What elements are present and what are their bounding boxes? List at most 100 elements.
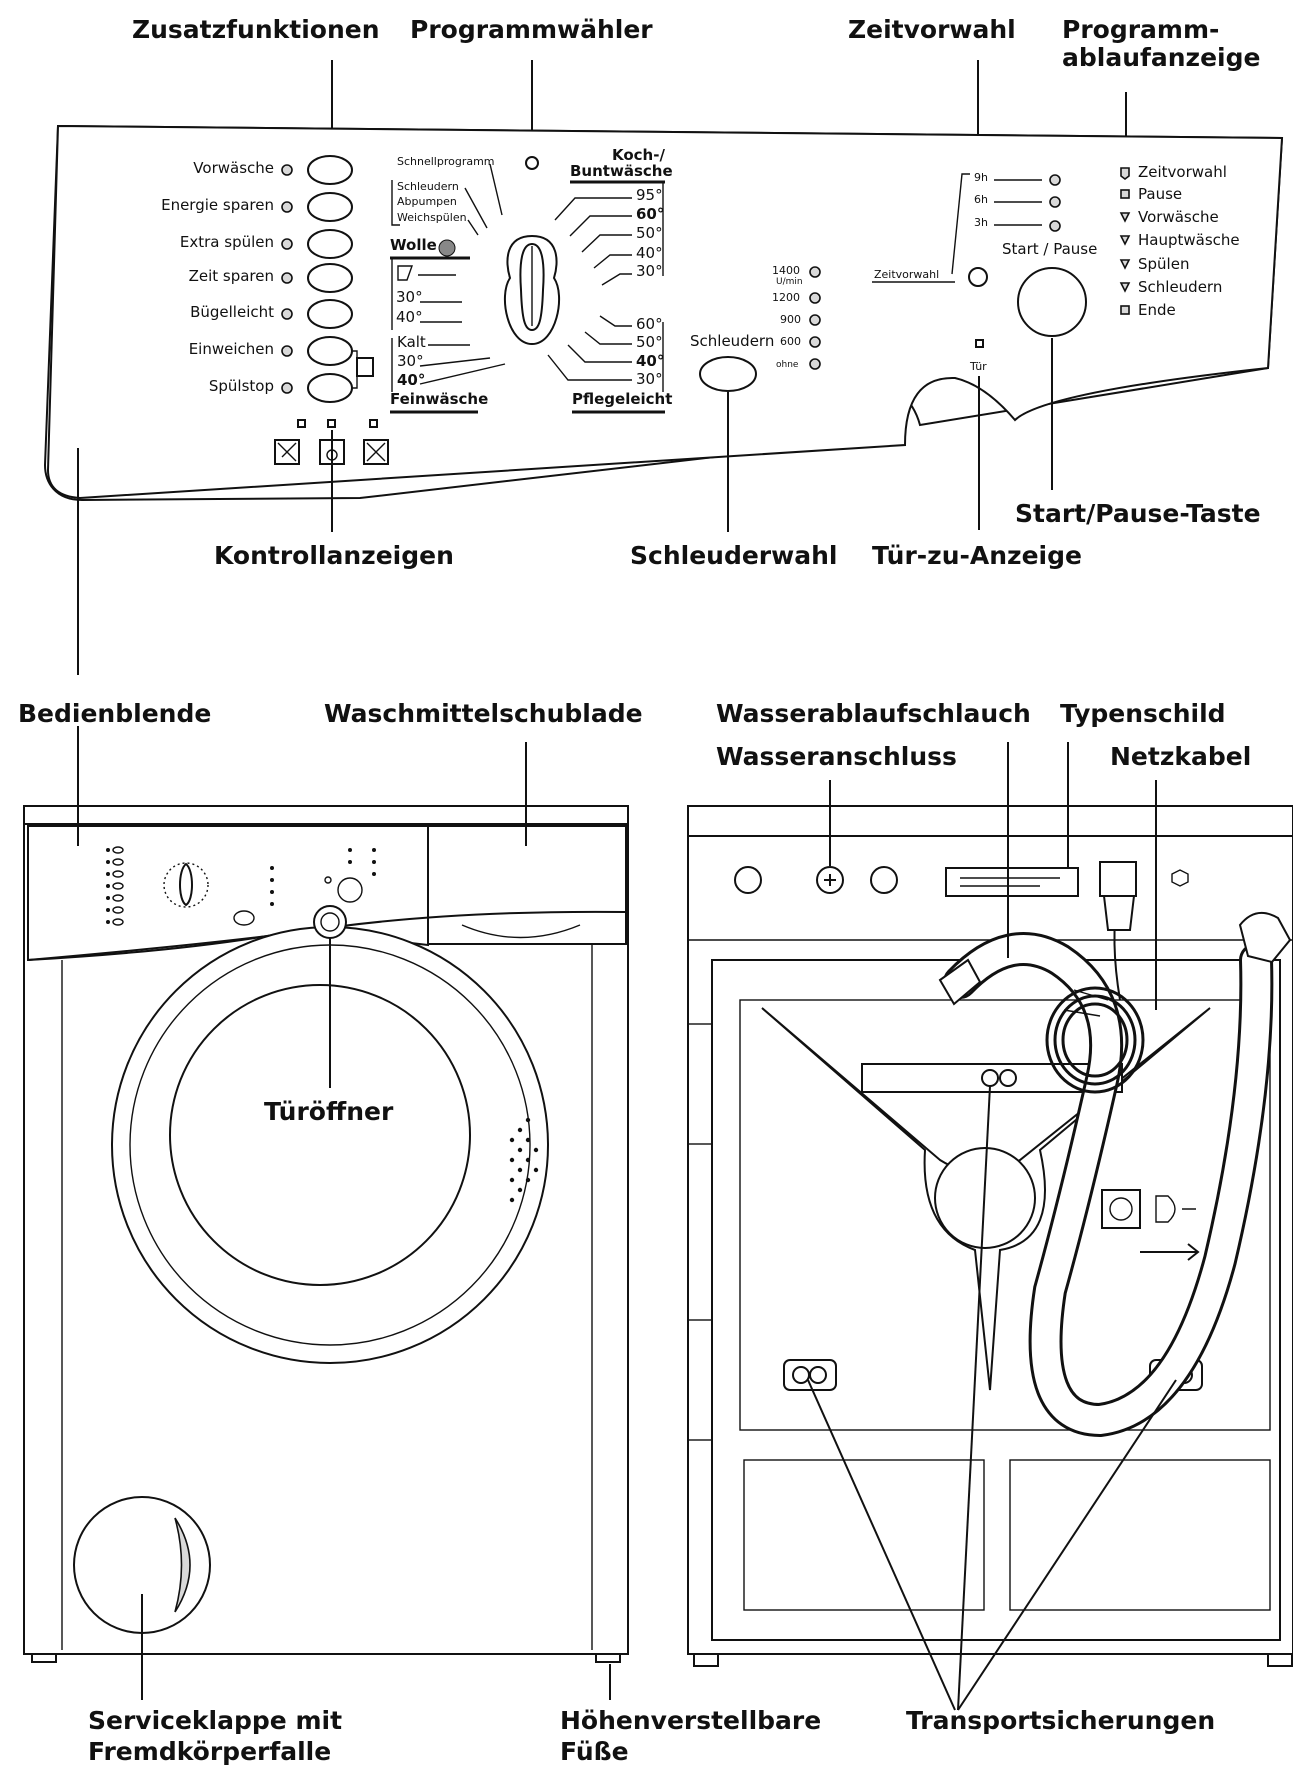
option-label-spuelstop: Spülstop (209, 377, 274, 395)
prog-weichspuelen: Weichspülen (397, 211, 467, 224)
option-label-zeit-sparen: Zeit sparen (189, 267, 274, 285)
mini-led (270, 890, 274, 894)
option-led-spuelstop (281, 382, 293, 394)
seq-icon-vorwaesche (1119, 212, 1131, 223)
prog-pflege-60: 60° (636, 315, 663, 333)
option-button-energie-sparen[interactable] (307, 192, 353, 222)
option-label-vorwaesche: Vorwäsche (193, 159, 274, 177)
label-wasseranschluss: Wasseranschluss (716, 742, 957, 771)
transport-bolt-top-b (999, 1069, 1017, 1087)
prog-schnellprogramm-line (489, 163, 503, 216)
rear-plug-right (870, 866, 898, 894)
rear-handle-left (687, 1023, 713, 1145)
seq-hauptwaesche: Hauptwäsche (1138, 231, 1240, 249)
vent-hole (517, 1187, 523, 1193)
leader-transport-center (957, 1085, 991, 1711)
mini-led (106, 896, 110, 900)
spin-speed-900: 900 (780, 313, 801, 326)
label-zusatzfunktionen: Zusatzfunktionen (132, 15, 380, 44)
option-label-extra-spuelen: Extra spülen (180, 233, 274, 251)
mini-dial-knob (179, 862, 193, 907)
door-opener[interactable] (313, 905, 347, 939)
prog-schleudern-line (464, 187, 488, 229)
option-button-buegelleicht[interactable] (307, 299, 353, 329)
option-button-spuelstop[interactable] (307, 373, 353, 403)
control-panel-face (46, 124, 1284, 500)
prog-pflegeleicht: Pflegeleicht (572, 390, 672, 408)
seq-spuelen: Spülen (1138, 255, 1189, 273)
rear-recess (739, 999, 1271, 1431)
vent-hole (517, 1167, 523, 1173)
mini-led (106, 872, 110, 876)
dial-indicator-led (525, 156, 539, 170)
option-button-zeit-sparen[interactable] (307, 263, 353, 293)
spin-led-ohne (809, 358, 821, 370)
mini-button (112, 858, 124, 866)
option-button-vorwaesche[interactable] (307, 155, 353, 185)
prog-wolle-40: 40° (396, 308, 423, 326)
label-waschmittelschublade: Waschmittelschublade (324, 699, 643, 728)
seq-icon-schleudern (1119, 282, 1131, 293)
mini-led (106, 920, 110, 924)
spin-selector: 1400 U/min 1200 900 600 ohne Schleudern (690, 264, 821, 392)
vent-hole (533, 1167, 539, 1173)
mini-led (348, 860, 352, 864)
delay-button[interactable] (968, 267, 988, 287)
option-button-einweichen[interactable] (307, 336, 353, 366)
vent-hole (509, 1197, 515, 1203)
vent-hole (525, 1137, 531, 1143)
detergent-drawer (427, 825, 627, 945)
mini-led (106, 848, 110, 852)
prog-abpumpen: Abpumpen (397, 195, 457, 208)
mini-led (270, 866, 274, 870)
indicator-led-1 (297, 419, 306, 428)
prog-koch-50-line (581, 234, 632, 253)
prog-koch-2: Buntwäsche (570, 162, 673, 180)
prog-fein-40: 40° (397, 371, 425, 389)
vent-hole (517, 1147, 523, 1153)
start-pause-button[interactable] (1017, 267, 1087, 337)
spin-speed-1400: 1400 (772, 264, 800, 277)
start-pause-label: Start / Pause (1002, 240, 1097, 258)
option-label-energie-sparen: Energie sparen (161, 196, 274, 214)
label-programmablaufanzeige-2: ablaufanzeige (1062, 43, 1260, 72)
rear-foot-right (1267, 1653, 1293, 1667)
vent-hole (533, 1147, 539, 1153)
prog-kalt: Kalt (397, 333, 426, 351)
transport-bolt-left-b (809, 1366, 827, 1384)
mini-button (112, 894, 124, 902)
spin-button[interactable] (699, 356, 757, 392)
mini-led (372, 860, 376, 864)
prog-koch-30: 30° (636, 262, 663, 280)
mini-panel-leds (106, 846, 376, 926)
label-hoehenverstellbar-1: Höhenverstellbare (560, 1706, 821, 1735)
wool-icon (438, 239, 456, 257)
door-led (975, 339, 984, 348)
door-opener-inner (320, 912, 340, 932)
spin-speed-1200: 1200 (772, 291, 800, 304)
program-dial[interactable] (503, 156, 561, 346)
prog-koch-60: 60° (636, 205, 664, 223)
option-button-extra-spuelen[interactable] (307, 229, 353, 259)
spin-speed-ohne: ohne (776, 360, 799, 370)
unplug-arrow (1140, 1243, 1200, 1261)
front-view: Türöffner (23, 805, 629, 1663)
mini-led (106, 860, 110, 864)
water-inlet-cross (824, 874, 836, 886)
handwash-icon (397, 265, 413, 281)
seq-ende: Ende (1138, 301, 1176, 319)
delay-led-3h (1049, 220, 1061, 232)
spin-led-1200 (809, 292, 821, 304)
seq-icon-spuelen (1119, 259, 1131, 270)
soak-icon (356, 357, 374, 377)
label-typenschild: Typenschild (1060, 699, 1226, 728)
drain-warning-icon-mark (366, 442, 386, 462)
front-door-glass (169, 984, 471, 1286)
spin-speed-600: 600 (780, 335, 801, 348)
label-netzkabel: Netzkabel (1110, 742, 1251, 771)
mini-led (106, 908, 110, 912)
indicator-led-3 (369, 419, 378, 428)
label-start-pause-taste: Start/Pause-Taste (1015, 499, 1261, 528)
